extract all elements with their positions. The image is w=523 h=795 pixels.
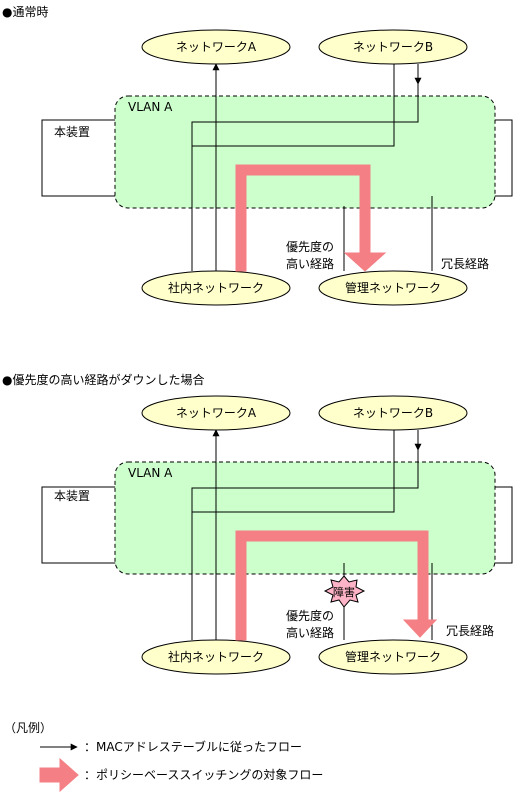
section-normal: ●通常時 VLAN A 本装置 ネットワークA ネットワークB 社内ネットワーク… [2, 5, 513, 306]
policy-flow-arrow [235, 164, 387, 272]
section-heading: ●通常時 [2, 5, 48, 19]
vlan-region [114, 461, 496, 575]
vlan-label: VLAN A [128, 466, 173, 480]
internal-network-node: 社内ネットワーク [141, 270, 291, 306]
vlan-region [114, 95, 496, 209]
network-b-node: ネットワークB [318, 395, 468, 431]
management-network-label: 管理ネットワーク [345, 649, 441, 664]
legend-mac-flow-label: ：MACアドレステーブルに従ったフロー [84, 739, 302, 754]
device-label: 本装置 [54, 489, 90, 503]
network-b-node: ネットワークB [318, 29, 468, 65]
policy-flow-arrow [235, 530, 438, 641]
mac-flow-lines [191, 429, 433, 640]
legend-title: （凡例） [4, 721, 52, 735]
priority-path-label-1: 優先度の [286, 239, 334, 254]
vlan-label: VLAN A [128, 100, 173, 114]
internal-network-label: 社内ネットワーク [168, 280, 264, 295]
redundant-path-label: 冗長経路 [441, 256, 489, 271]
network-b-label: ネットワークB [353, 406, 433, 420]
network-b-label: ネットワークB [353, 40, 433, 54]
management-network-node: 管理ネットワーク [318, 639, 468, 675]
section-failover: ●優先度の高い経路がダウンした場合 VLAN A 本装置 ネットワークA ネット… [2, 372, 513, 675]
priority-path-label-2: 高い経路 [286, 625, 334, 640]
priority-path-label-1: 優先度の [286, 608, 334, 623]
legend-policy-flow-label: ：ポリシーベーススイッチングの対象フロー [84, 768, 323, 782]
management-network-node: 管理ネットワーク [318, 270, 468, 306]
section-heading: ●優先度の高い経路がダウンした場合 [2, 372, 204, 387]
mac-flow-lines [191, 63, 433, 271]
vlan-bus [192, 64, 395, 147]
network-a-label: ネットワークA [176, 40, 257, 54]
management-network-label: 管理ネットワーク [345, 280, 441, 295]
device-label: 本装置 [54, 125, 90, 139]
fault-label: 障害 [333, 585, 355, 599]
legend-policy-flow-icon [39, 757, 79, 793]
internal-network-node: 社内ネットワーク [141, 639, 291, 675]
redundant-path-label: 冗長経路 [446, 623, 494, 638]
flow-to-network-b [191, 450, 419, 640]
vlan-bus [192, 430, 395, 513]
fault-burst: 障害 [323, 575, 366, 608]
legend: （凡例） ：MACアドレステーブルに従ったフロー ：ポリシーベーススイッチングの… [4, 721, 323, 793]
network-a-node: ネットワークA [141, 395, 291, 431]
internal-network-label: 社内ネットワーク [168, 649, 264, 664]
priority-path-label-2: 高い経路 [286, 256, 334, 271]
network-a-node: ネットワークA [141, 29, 291, 65]
network-a-label: ネットワークA [176, 406, 257, 420]
